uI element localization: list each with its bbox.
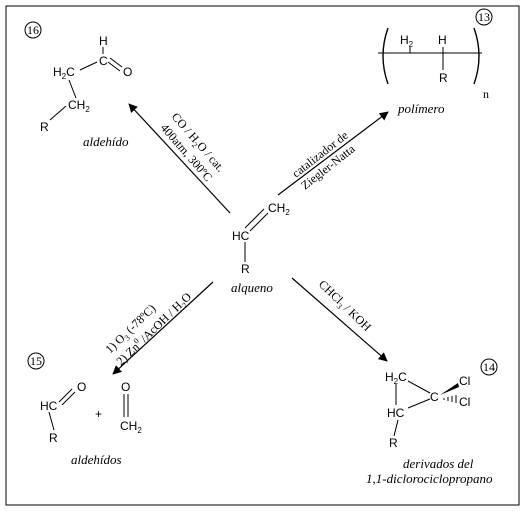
aldehydes-hc: HC <box>40 399 58 413</box>
cyclopropane-hc: HC <box>387 406 405 420</box>
polymer-r: R <box>439 71 448 85</box>
polymer-name: polímero <box>397 101 445 116</box>
arrow-to-aldehydes <box>112 281 214 375</box>
polymer-h2: H2 <box>400 33 414 49</box>
formaldehyde-ch2: CH2 <box>120 419 142 435</box>
cyclopropane-c: C <box>430 390 439 404</box>
polymer-bracket-left <box>382 27 389 85</box>
cyclopropane-h2c: H2C <box>385 370 407 386</box>
polymer-h: H <box>438 33 447 47</box>
aldehyde-h: H <box>99 34 108 48</box>
aldehydes-co-bond-a <box>58 388 73 403</box>
polymer-n: n <box>483 87 489 101</box>
aldehyde-r: R <box>40 120 49 134</box>
arrow-to-cyclopropane <box>291 277 388 362</box>
alkene-name: alqueno <box>231 280 273 295</box>
aldehyde-cc-bond-2 <box>68 79 77 99</box>
product-aldehyde: 16 H C O H2C CH2 R aldehído <box>24 21 132 149</box>
aldehyde-c: C <box>99 54 108 68</box>
aldehydes-cr-bond <box>48 411 55 431</box>
reagent-carbene: CHCl3 / KOH <box>315 277 375 336</box>
aldehyde-cr-bond <box>49 105 67 121</box>
hash-bond-cl <box>443 395 457 403</box>
aldehyde-h2c: H2C <box>53 65 75 81</box>
cyclopropane-cl1: Cl <box>459 374 470 388</box>
aldehydes-plus: + <box>95 407 102 421</box>
wedge-bond-cl <box>440 383 459 395</box>
aldehyde-co-bond-b <box>107 61 121 72</box>
alkene-hc: HC <box>232 229 250 243</box>
cyclopropane-name-2: 1,1-diclorociclopropano <box>366 471 493 486</box>
frame-border <box>5 5 520 506</box>
ring-bond-bottom <box>407 398 431 409</box>
double-bond-line-b <box>249 212 269 232</box>
compound-number-16: 16 <box>27 23 39 37</box>
product-dichlorocyclopropane: 14 H2C C Cl Cl HC R derivados del 1,1-di… <box>366 358 498 486</box>
aldehydes-r: R <box>49 431 58 445</box>
cyclopropane-name-1: derivados del <box>403 456 474 471</box>
aldehyde-co-bond-a <box>109 57 123 68</box>
ring-bond-top <box>407 380 431 394</box>
compound-number-13-circle <box>475 8 493 26</box>
aldehydes-o2: O <box>121 380 130 394</box>
alkene-r: R <box>241 262 250 276</box>
compound-number-16-circle <box>24 21 42 39</box>
compound-number-14-circle <box>480 358 498 376</box>
aldehydes-co-bond-b <box>61 391 76 406</box>
product-polymer: 13 H2 H R n polímero <box>378 8 493 116</box>
aldehyde-o: O <box>123 65 132 79</box>
compound-number-14: 14 <box>483 360 495 374</box>
aldehydes-name: aldehídos <box>71 452 122 467</box>
aldehyde-name: aldehído <box>83 134 129 149</box>
arrow-to-aldehyde <box>128 103 231 214</box>
cyclopropane-r: R <box>389 436 398 450</box>
compound-number-13: 13 <box>478 10 490 24</box>
compound-number-15: 15 <box>30 354 42 368</box>
alkene-ch2: CH2 <box>268 201 290 217</box>
polymer-bracket-right <box>473 27 480 85</box>
aldehydes-o1: O <box>77 380 86 394</box>
arrow-to-polymer <box>277 111 389 196</box>
alkene-structure: CH2 HC R alqueno <box>231 201 290 295</box>
aldehyde-ch2: CH2 <box>68 98 90 114</box>
aldehyde-cc-bond <box>79 61 98 71</box>
product-aldehydes: 15 HC O R + O CH2 aldehídos <box>27 352 142 467</box>
compound-number-15-circle <box>27 352 45 370</box>
double-bond-line-a <box>244 208 265 229</box>
cyclopropane-cl2: Cl <box>459 395 470 409</box>
cyclopropane-cr-bond <box>393 419 399 437</box>
